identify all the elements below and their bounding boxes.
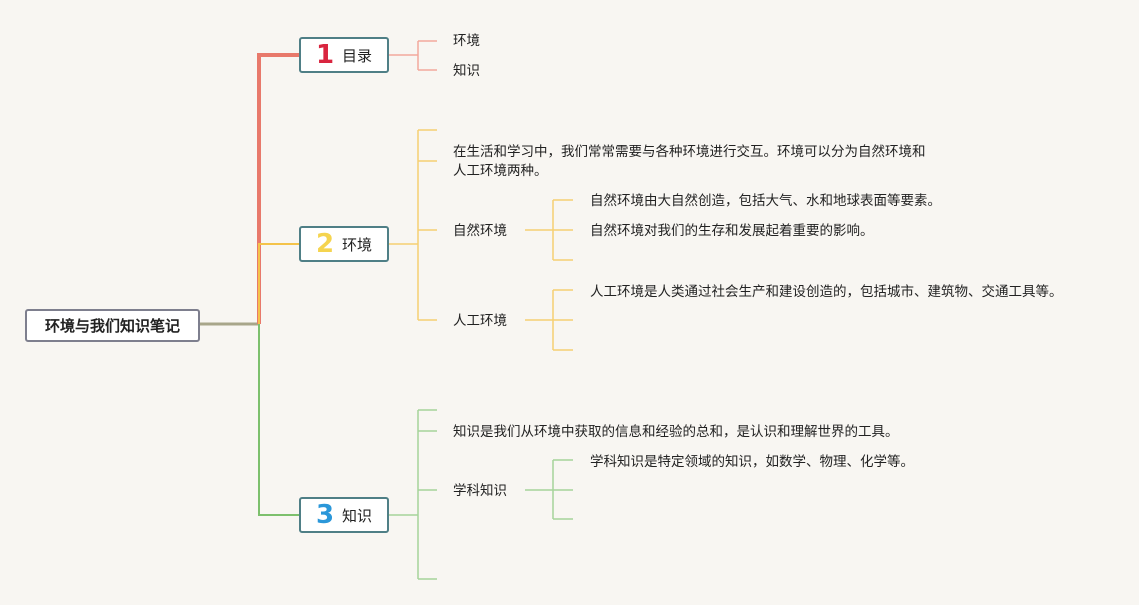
artificial-env-connector: [525, 289, 573, 351]
knowledge-intro[interactable]: 知识是我们从环境中获取的信息和经验的总和，是认识和理解世界的工具。: [453, 424, 899, 440]
branch-label: 目录: [342, 46, 373, 65]
environment-intro-line1[interactable]: 在生活和学习中，我们常常需要与各种环境进行交互。环境可以分为自然环境和: [453, 144, 926, 160]
artificial-environment-node[interactable]: 人工环境: [453, 313, 507, 329]
environment-intro-line2[interactable]: 人工环境两种。: [453, 163, 548, 179]
subject-knowledge-item[interactable]: 学科知识是特定领域的知识，如数学、物理、化学等。: [590, 454, 914, 470]
branch2-connector: [258, 243, 299, 324]
subject-knowledge-connector: [525, 459, 573, 520]
number-2-icon: 2: [315, 229, 335, 259]
number-1-icon: 1: [315, 40, 335, 70]
root-node[interactable]: 环境与我们知识笔记: [25, 309, 200, 342]
artificial-env-item[interactable]: 人工环境是人类通过社会生产和建设创造的，包括城市、建筑物、交通工具等。: [590, 284, 1063, 300]
natural-env-connector: [525, 199, 573, 261]
branch-node-environment[interactable]: 2 环境: [299, 226, 389, 262]
branch-node-contents[interactable]: 1 目录: [299, 37, 389, 73]
subject-knowledge-node[interactable]: 学科知识: [453, 483, 507, 499]
branch-label: 环境: [342, 235, 373, 254]
contents-item-environment[interactable]: 环境: [453, 33, 480, 49]
branch2-children-connector: [389, 129, 437, 321]
branch-node-knowledge[interactable]: 3 知识: [299, 497, 389, 533]
natural-environment-node[interactable]: 自然环境: [453, 223, 507, 239]
branch3-connector: [258, 324, 299, 516]
contents-item-knowledge[interactable]: 知识: [453, 63, 480, 79]
branch-label: 知识: [342, 506, 373, 525]
natural-env-item[interactable]: 自然环境由大自然创造，包括大气、水和地球表面等要素。: [590, 193, 941, 209]
branch3-children-connector: [389, 409, 437, 580]
number-3-icon: 3: [315, 500, 335, 530]
branch1-connector: [257, 53, 299, 324]
root-title: 环境与我们知识笔记: [44, 317, 180, 335]
natural-env-item[interactable]: 自然环境对我们的生存和发展起着重要的影响。: [590, 223, 874, 239]
branch1-children-connector: [389, 40, 437, 71]
